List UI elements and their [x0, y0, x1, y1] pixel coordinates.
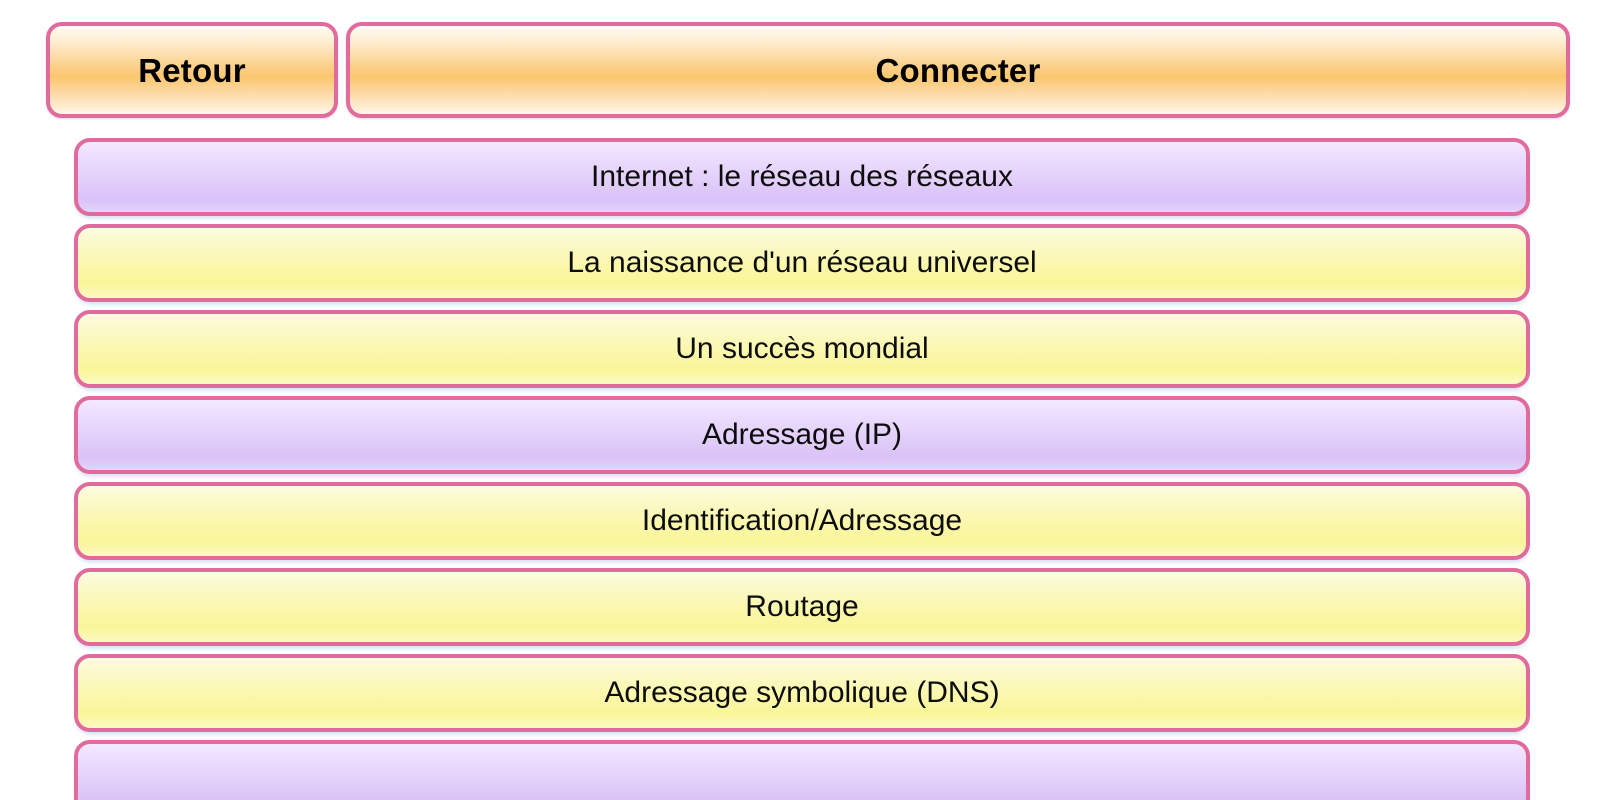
- list-item-label: Internet : le réseau des réseaux: [591, 160, 1013, 193]
- list-item[interactable]: Identification/Adressage: [74, 482, 1530, 560]
- list-item[interactable]: Internet : le réseau des réseaux: [74, 138, 1530, 216]
- list-item[interactable]: Adressage (IP): [74, 396, 1530, 474]
- list-item-label: Routage: [745, 590, 859, 623]
- top-navigation-bar: Retour Connecter: [46, 22, 1570, 118]
- list-item[interactable]: Routage: [74, 568, 1530, 646]
- list-item-label: Adressage (IP): [701, 418, 903, 451]
- list-item[interactable]: [74, 740, 1530, 800]
- back-button-label: Retour: [138, 51, 246, 89]
- list-item[interactable]: La naissance d'un réseau universel: [74, 224, 1530, 302]
- list-item-label: Un succès mondial: [675, 332, 929, 365]
- connecter-title-button[interactable]: Connecter: [346, 22, 1570, 118]
- chapter-list: Internet : le réseau des réseaux La naiss…: [74, 138, 1530, 800]
- back-button[interactable]: Retour: [46, 22, 338, 118]
- list-item[interactable]: Adressage symbolique (DNS): [74, 654, 1530, 732]
- page-title: Connecter: [875, 51, 1041, 89]
- list-item[interactable]: Un succès mondial: [74, 310, 1530, 388]
- list-item-label: Adressage symbolique (DNS): [604, 676, 1000, 709]
- list-item-label: Identification/Adressage: [641, 504, 963, 537]
- list-item-label: La naissance d'un réseau universel: [567, 246, 1037, 279]
